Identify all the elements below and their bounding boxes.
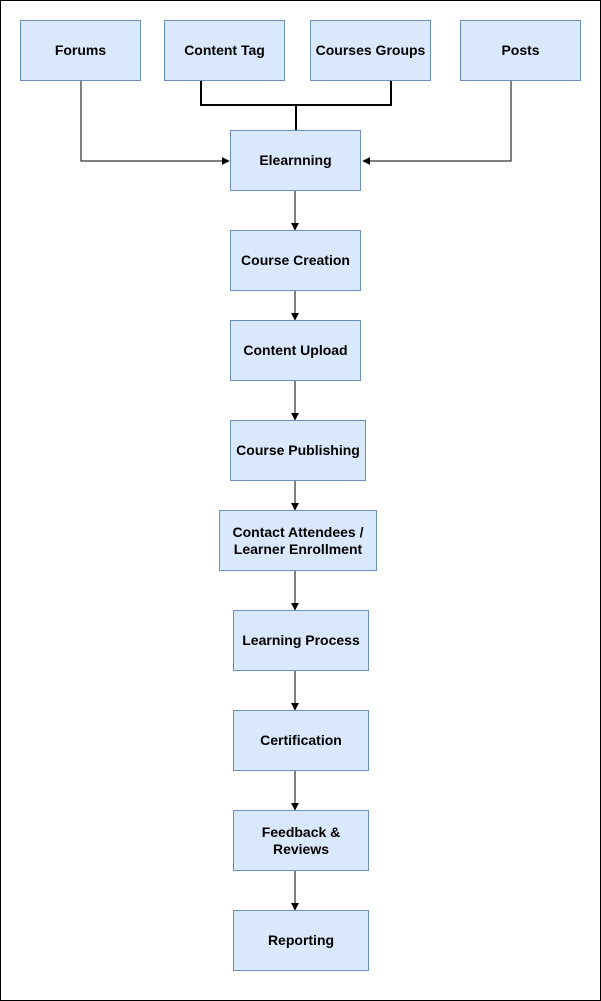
node-content-upload-label: Content Upload <box>243 342 348 358</box>
node-feedback-reviews: Feedback & Reviews <box>233 810 369 871</box>
node-posts: Posts <box>460 20 581 81</box>
node-contact-attendees-label: Contact Attendees / Learner Enrollment <box>232 523 364 557</box>
node-feedback-reviews-label: Feedback & Reviews <box>261 823 341 857</box>
node-reporting: Reporting <box>233 910 369 971</box>
node-posts-label: Posts <box>501 42 540 58</box>
edge-posts-elearning <box>362 81 512 165</box>
node-course-publishing-label: Course Publishing <box>236 442 360 458</box>
edge-bracket-content-groups <box>200 81 392 106</box>
node-contact-attendees: Contact Attendees / Learner Enrollment <box>219 510 377 571</box>
node-elearning: Elearnning <box>230 130 361 191</box>
node-courses-groups-label: Courses Groups <box>315 42 426 58</box>
node-content-tag-label: Content Tag <box>184 42 265 58</box>
node-courses-groups: Courses Groups <box>310 20 431 81</box>
node-certification: Certification <box>233 710 369 771</box>
node-forums: Forums <box>20 20 141 81</box>
node-learning-process-label: Learning Process <box>242 632 360 648</box>
node-course-creation-label: Course Creation <box>241 252 350 268</box>
node-forums-label: Forums <box>54 42 107 58</box>
node-content-tag: Content Tag <box>164 20 285 81</box>
node-course-creation: Course Creation <box>230 230 361 291</box>
node-learning-process: Learning Process <box>233 610 369 671</box>
edge-forums-elearning <box>80 81 230 165</box>
node-course-publishing: Course Publishing <box>230 420 366 481</box>
node-reporting-label: Reporting <box>267 932 335 948</box>
node-content-upload: Content Upload <box>230 320 361 381</box>
node-elearning-label: Elearnning <box>259 152 332 168</box>
node-certification-label: Certification <box>260 732 342 748</box>
